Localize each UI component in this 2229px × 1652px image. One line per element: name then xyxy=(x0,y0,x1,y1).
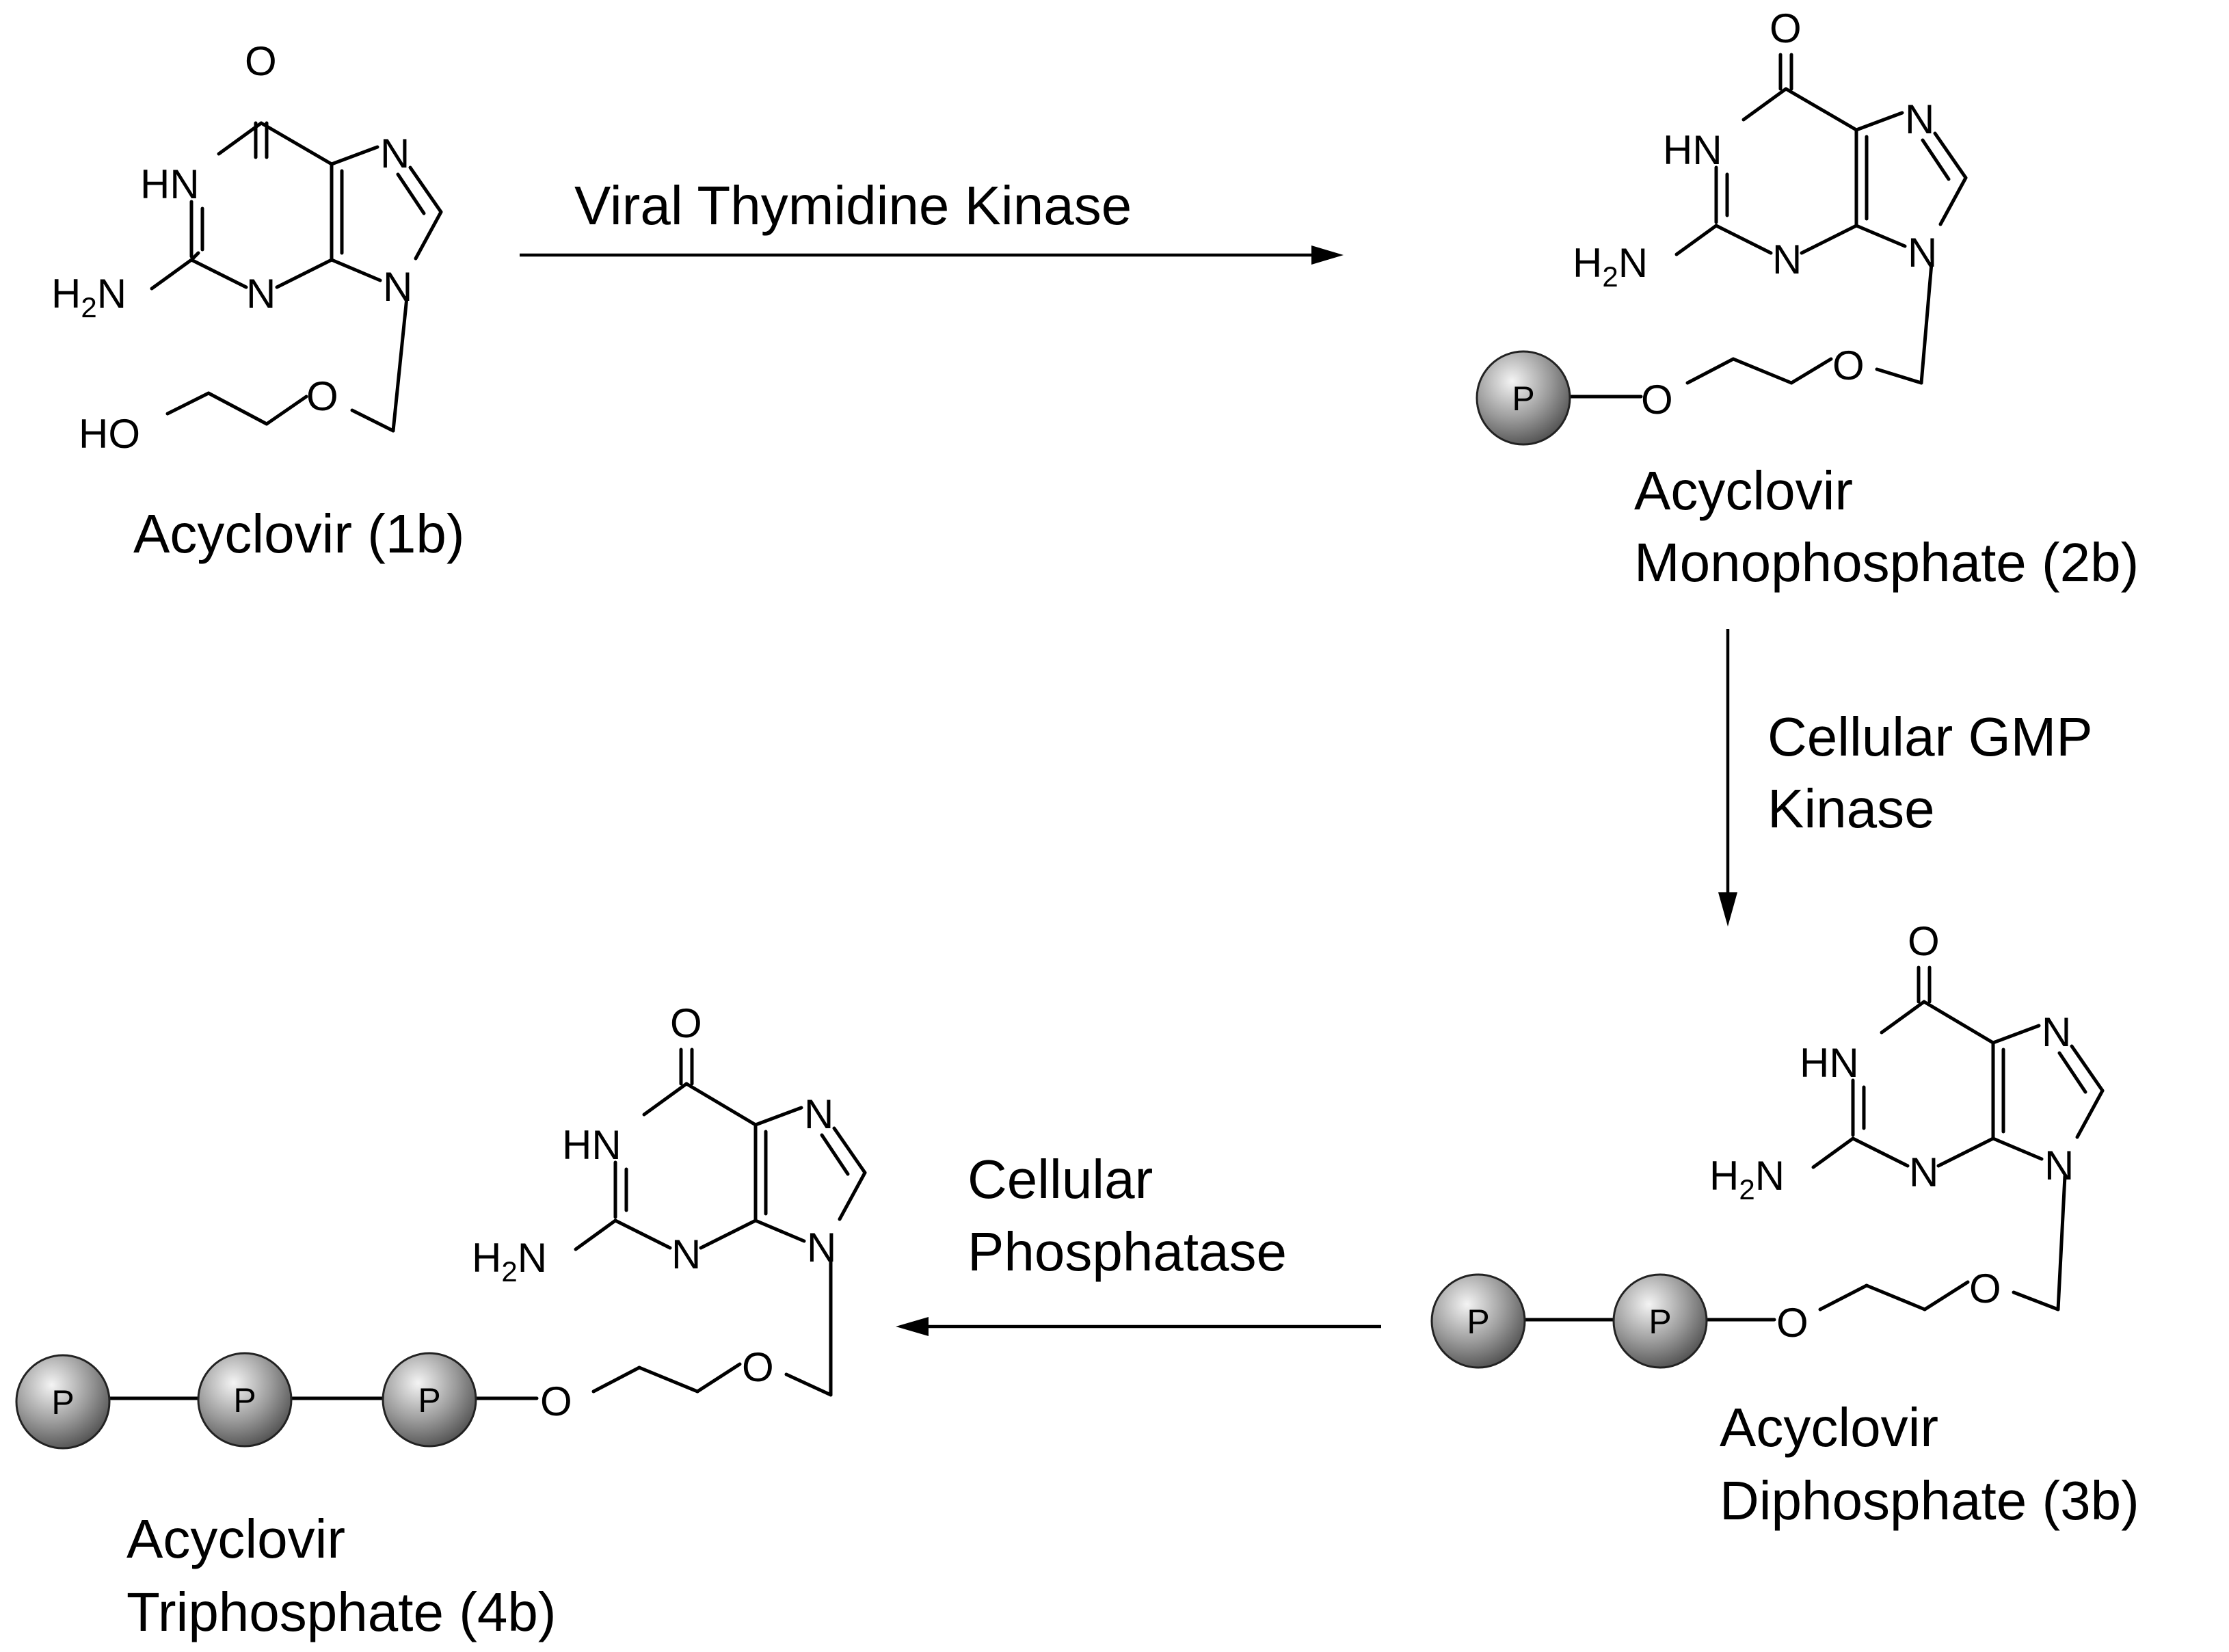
atom-n: N xyxy=(2042,1009,2071,1055)
phosphate-label: P xyxy=(1467,1303,1489,1341)
amine-label: H2N xyxy=(1709,1153,1785,1205)
label-triphosphate-line2: Triphosphate (4b) xyxy=(126,1582,556,1642)
atom-o: O xyxy=(540,1378,572,1424)
phosphate-sphere: P xyxy=(1476,350,1571,446)
atom-n: N xyxy=(1905,96,1934,142)
phosphate-sphere: P xyxy=(1430,1273,1526,1369)
atom-o: O xyxy=(1770,5,1802,51)
arrow-label: Viral Thymidine Kinase xyxy=(574,175,1132,236)
molecule-triphosphate: O HN N N N H2N O O P P P Acyclovir Triph… xyxy=(15,1000,867,1642)
atom-n: N xyxy=(383,264,412,310)
arrow-label-line1: Cellular GMP xyxy=(1767,706,2093,767)
atom-n: N xyxy=(807,1225,836,1270)
atom-ho: HO xyxy=(79,411,140,457)
atom-n: N xyxy=(246,271,276,317)
arrow-label-line2: Phosphatase xyxy=(967,1221,1287,1282)
atom-o: O xyxy=(1969,1266,2001,1311)
atom-o: O xyxy=(1776,1300,1808,1346)
phosphate-sphere: P xyxy=(1612,1273,1708,1369)
molecule-acyclovir: O HN N N N H2N O HO Acyclovir (1b) xyxy=(51,38,465,564)
arrow-cellular-gmp-kinase: Cellular GMP Kinase xyxy=(1718,629,2093,927)
arrow-label-line1: Cellular xyxy=(967,1149,1153,1210)
atom-n: N xyxy=(1909,1149,1938,1195)
arrow-label-line2: Kinase xyxy=(1767,778,1935,839)
label-monophosphate-line2: Monophosphate (2b) xyxy=(1634,532,2139,593)
atom-hn: HN xyxy=(1663,127,1722,173)
atom-n: N xyxy=(1908,230,1937,276)
phosphate-label: P xyxy=(233,1381,256,1420)
molecule-monophosphate: O HN N N N H2N O O P Acyclovir Monophosp… xyxy=(1476,5,2139,593)
atom-o: O xyxy=(1641,377,1673,423)
atom-o: O xyxy=(1832,343,1865,388)
phosphate-label: P xyxy=(418,1381,440,1420)
phosphate-sphere: P xyxy=(197,1352,293,1448)
arrow-viral-thymidine-kinase: Viral Thymidine Kinase xyxy=(520,175,1344,265)
label-triphosphate-line1: Acyclovir xyxy=(126,1508,345,1569)
arrow-cellular-phosphatase: Cellular Phosphatase xyxy=(896,1149,1381,1336)
atom-n: N xyxy=(804,1091,833,1137)
atom-hn: HN xyxy=(140,161,200,207)
atom-o: O xyxy=(1908,918,1940,964)
molecule-diphosphate: O HN N N N H2N O O P P Acyclovir Diphosp… xyxy=(1430,918,2139,1531)
atom-hn: HN xyxy=(562,1122,622,1168)
amine-label: H2N xyxy=(51,271,126,323)
atom-hn: HN xyxy=(1800,1040,1859,1086)
amine-label: H2N xyxy=(1573,240,1648,293)
phosphate-label: P xyxy=(1512,379,1534,418)
atom-o: O xyxy=(670,1000,702,1046)
atom-n: N xyxy=(380,131,410,176)
phosphate-sphere: P xyxy=(15,1354,111,1450)
label-monophosphate-line1: Acyclovir xyxy=(1634,460,1853,521)
atom-n: N xyxy=(1772,237,1802,282)
label-diphosphate-line1: Acyclovir xyxy=(1720,1397,1938,1458)
atom-n: N xyxy=(671,1231,701,1277)
phosphate-label: P xyxy=(51,1383,74,1422)
phosphate-label: P xyxy=(1649,1303,1671,1341)
atom-o: O xyxy=(742,1344,774,1390)
label-diphosphate-line2: Diphosphate (3b) xyxy=(1720,1470,2139,1531)
amine-label: H2N xyxy=(472,1235,547,1288)
label-acyclovir: Acyclovir (1b) xyxy=(133,503,465,564)
atom-o: O xyxy=(306,373,338,419)
atom-n: N xyxy=(2044,1143,2074,1188)
phosphate-sphere: P xyxy=(382,1352,477,1448)
atom-o: O xyxy=(245,38,277,84)
